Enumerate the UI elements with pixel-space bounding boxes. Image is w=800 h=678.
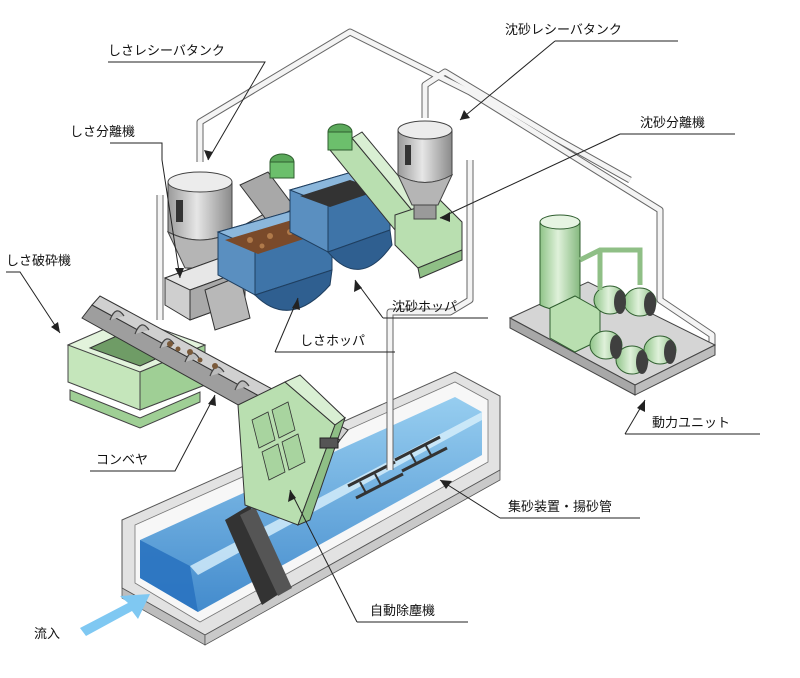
label-grit-separator: 沈砂分離機	[640, 116, 706, 131]
automatic-screen	[225, 374, 346, 605]
label-screen-receiver-tank: しさレシーバタンク	[108, 44, 225, 59]
label-inflow: 流入	[34, 627, 61, 642]
grit-receiver-tank	[396, 120, 454, 220]
label-grit-receiver-tank: 沈砂レシーバタンク	[505, 23, 622, 38]
label-screen-separator: しさ分離機	[70, 125, 136, 140]
power-unit	[508, 214, 717, 396]
leader-lines	[6, 40, 760, 623]
pipes	[156, 28, 716, 470]
label-power-unit: 動力ユニット	[652, 416, 731, 431]
label-grit-collector: 集砂装置・揚砂管	[508, 500, 613, 515]
inflow-arrow	[80, 594, 150, 636]
label-conveyor: コンベヤ	[96, 453, 149, 468]
label-automatic-screen: 自動除塵機	[370, 604, 436, 619]
label-screen-crusher: しさ破砕機	[6, 254, 72, 269]
label-screen-hopper: しさホッパ	[300, 334, 366, 349]
leader-arrowheads	[51, 110, 645, 502]
label-grit-hopper: 沈砂ホッパ	[392, 300, 458, 315]
